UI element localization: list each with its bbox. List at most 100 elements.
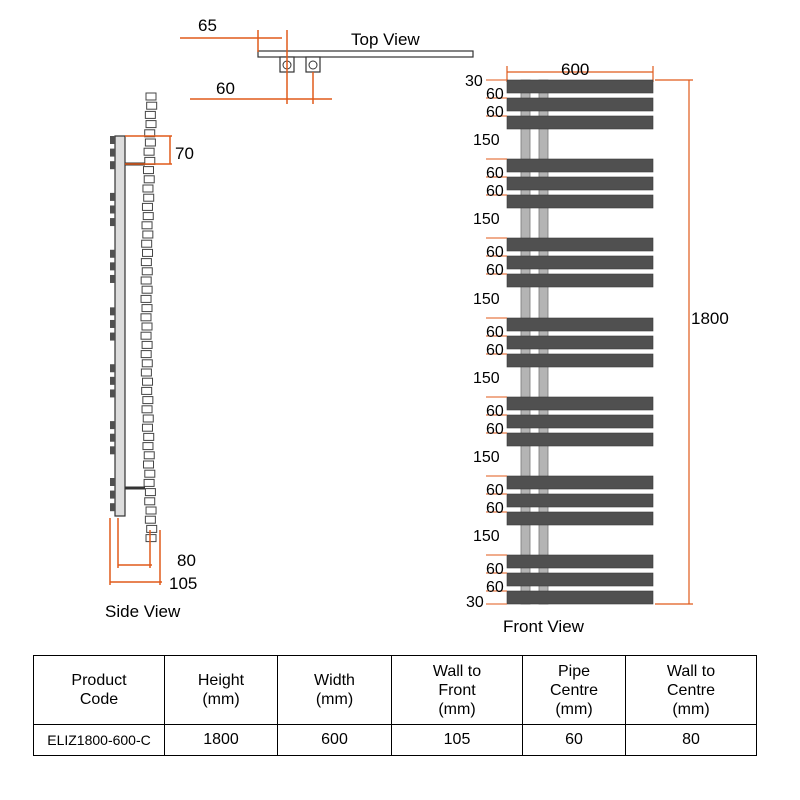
- bar-dim-60-label: 60: [486, 342, 504, 359]
- bar-dim-60-label: 60: [486, 324, 504, 341]
- bar-dim-60-label: 60: [486, 561, 504, 578]
- towel-bar: [506, 194, 654, 209]
- side-bar-end: [110, 192, 115, 201]
- side-bar-profile: [142, 248, 154, 257]
- front-dim-bottom-edge-label: 30: [466, 594, 484, 611]
- top-view-title: Top View: [351, 30, 420, 49]
- top-view-wall-plate: [257, 50, 474, 58]
- bar-dim-60-label: 60: [486, 579, 504, 596]
- spec-table-header-row: Product Code Height (mm) Width (mm) Wall…: [33, 655, 757, 725]
- side-bar-profile: [141, 202, 153, 211]
- towel-bar: [506, 115, 654, 130]
- side-bar-profile: [141, 405, 153, 414]
- side-bar-profile: [143, 193, 155, 202]
- bar-dim-60-label: 60: [486, 500, 504, 517]
- bar-dim-60-label: 60: [486, 244, 504, 261]
- gap-dim-150-label: 150: [473, 370, 500, 387]
- cell-width: 600: [277, 724, 392, 756]
- gap-dim-150-label: 150: [473, 528, 500, 545]
- side-bar-profile: [144, 469, 156, 478]
- bar-dim-60-label: 60: [486, 262, 504, 279]
- bar-dim-60-label: 60: [486, 421, 504, 438]
- top-dim-60-label: 60: [216, 79, 235, 98]
- towel-bar: [506, 432, 654, 447]
- side-bar-end: [110, 478, 115, 486]
- header-product-code: Product Code: [33, 655, 165, 725]
- towel-bar: [506, 353, 654, 368]
- gap-dim-150-label: 150: [473, 211, 500, 228]
- front-view-bars: [506, 79, 654, 605]
- side-bar-profile: [145, 120, 157, 129]
- side-bar-end: [110, 319, 115, 328]
- towel-bar: [506, 396, 654, 411]
- side-dim-105-label: 105: [169, 574, 197, 593]
- side-bar-profile: [141, 359, 153, 368]
- side-bar-profile: [144, 138, 156, 147]
- side-bar-profile: [140, 331, 152, 340]
- side-bar-end: [110, 389, 115, 398]
- towel-bar: [506, 475, 654, 490]
- side-bar-end: [110, 274, 115, 283]
- gap-dim-150-label: 150: [473, 449, 500, 466]
- side-bar-profile: [144, 110, 156, 119]
- towel-bar: [506, 158, 654, 173]
- cell-product-code: ELIZ1800-600-C: [33, 724, 165, 756]
- side-bar-profile: [143, 478, 155, 487]
- side-bar-profile: [142, 377, 154, 386]
- cell-wall-to-front: 105: [391, 724, 523, 756]
- side-bar-profile: [141, 322, 153, 331]
- side-bar-end: [110, 262, 115, 271]
- towel-bar: [506, 176, 654, 191]
- side-bar-profile: [140, 258, 152, 267]
- top-view-pipe-right: [305, 56, 321, 73]
- side-bar-profile: [143, 175, 155, 184]
- side-bar-profile: [143, 460, 155, 469]
- side-bar-profile: [141, 340, 153, 349]
- header-width: Width (mm): [277, 655, 392, 725]
- side-view-bar-profiles: [110, 92, 158, 543]
- side-bar-end: [110, 503, 115, 512]
- towel-bar: [506, 572, 654, 587]
- side-bar-end: [110, 205, 115, 214]
- side-bar-profile: [140, 350, 152, 359]
- side-bar-profile: [142, 414, 154, 423]
- towel-bar: [506, 511, 654, 526]
- top-dim-65-label: 65: [198, 16, 217, 35]
- side-bar-profile: [140, 294, 152, 303]
- front-view-bar-dimensions: 6060606015060601506060150606015060601506…: [473, 79, 507, 605]
- front-dim-height-label: 1800: [691, 309, 729, 328]
- towel-bar: [506, 414, 654, 429]
- side-bar-end: [110, 446, 115, 455]
- side-bar-profile: [145, 534, 157, 543]
- towel-bar: [506, 317, 654, 332]
- side-bar-end: [110, 161, 115, 170]
- bar-dim-60-label: 60: [486, 104, 504, 121]
- side-bar-end: [110, 218, 115, 227]
- side-bar-profile: [144, 488, 156, 497]
- side-bar-profile: [144, 129, 156, 138]
- side-bar-profile: [145, 506, 157, 515]
- technical-drawing: 65 60 Top View 70 80 105 Side View: [105, 16, 729, 636]
- bar-dim-60-label: 60: [486, 403, 504, 420]
- side-bar-profile: [140, 313, 152, 322]
- side-bar-profile: [140, 276, 152, 285]
- towel-bar: [506, 255, 654, 270]
- side-dim-70-label: 70: [175, 144, 194, 163]
- side-bar-end: [110, 490, 115, 499]
- towel-bar: [506, 554, 654, 569]
- towel-bar: [506, 493, 654, 508]
- side-bar-profile: [144, 515, 156, 524]
- side-bar-end: [110, 364, 115, 373]
- cell-height: 1800: [164, 724, 278, 756]
- cell-pipe-centre: 60: [522, 724, 626, 756]
- towel-bar: [506, 335, 654, 350]
- front-dim-top-edge-label: 30: [465, 73, 483, 90]
- bar-dim-60-label: 60: [486, 183, 504, 200]
- bar-dim-60-label: 60: [486, 482, 504, 499]
- towel-bar: [506, 97, 654, 112]
- side-bar-end: [110, 249, 115, 258]
- top-view: 65 60 Top View: [180, 16, 474, 104]
- towel-bar: [506, 590, 654, 605]
- side-bar-profile: [143, 432, 155, 441]
- side-bar-profile: [145, 92, 157, 101]
